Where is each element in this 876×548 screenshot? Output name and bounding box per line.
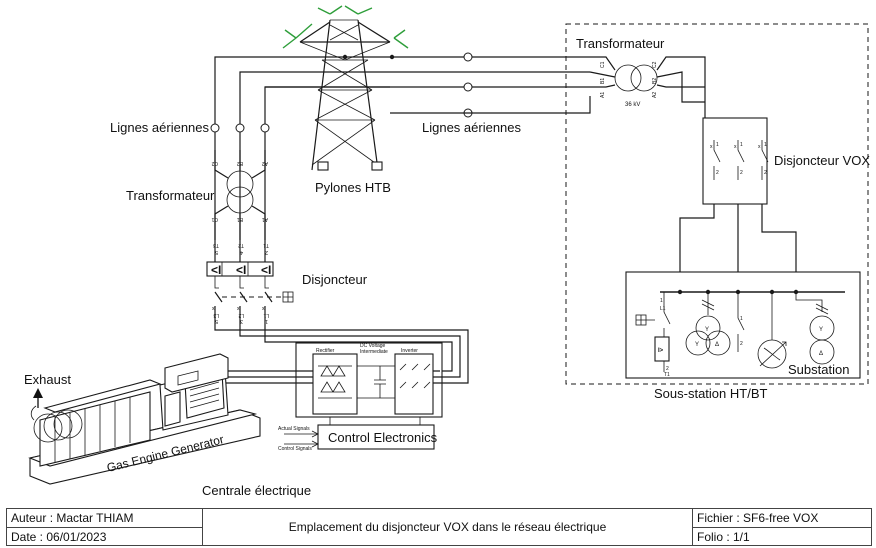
- titre-cell: Emplacement du disjoncteur VOX dans le r…: [203, 509, 693, 545]
- svg-text:x: x: [212, 306, 215, 312]
- control-electronics-label: Control Electronics: [328, 430, 438, 445]
- sub-b-2: 2: [666, 366, 669, 372]
- vox-n2c: 2: [764, 170, 767, 176]
- svg-text:x: x: [758, 144, 761, 150]
- lx-a1: A1: [262, 216, 268, 222]
- sub-b-l1: L1: [660, 306, 666, 312]
- tx-c2: C2: [652, 61, 658, 68]
- svg-text:<I: <I: [236, 263, 246, 277]
- svg-text:x: x: [237, 306, 240, 312]
- vox-n2a: 2: [716, 170, 719, 176]
- rectifier-label: Rectifier: [316, 348, 335, 354]
- svg-text:x: x: [262, 306, 265, 312]
- br-t2n: 4: [240, 249, 243, 255]
- lignes-left-label: Lignes aériennes: [110, 120, 210, 135]
- folio-cell: Folio : 1/1: [697, 530, 750, 544]
- title-block: Auteur : Mactar THIAM Date : 06/01/2023 …: [6, 508, 872, 546]
- svg-text:Y: Y: [705, 327, 709, 333]
- kv-label: 36 kV: [625, 102, 640, 108]
- svg-text:Δ: Δ: [819, 351, 823, 357]
- tx-c1: C1: [600, 61, 606, 68]
- lx-b1: B1: [237, 216, 243, 222]
- disjoncteur-vox-label: Disjoncteur VOX: [774, 153, 870, 168]
- svg-text:x: x: [734, 144, 737, 150]
- substation: 1 L1 2 T1 I> Y Y Δ 1 2 Y Δ: [625, 271, 861, 379]
- sub-b-1: 1: [660, 298, 663, 304]
- svg-text:Y: Y: [819, 327, 823, 333]
- dc-voltage-label: DC Voltage: [360, 343, 386, 349]
- lignes-mid-label: Lignes aériennes: [422, 120, 522, 135]
- br-t1n: 2: [265, 249, 268, 255]
- actual-signals-label: Actual Signals: [278, 426, 310, 432]
- vox-n1c: 1: [764, 142, 767, 148]
- left-transformer: C2 B2 A2 C1 B1 A1: [211, 150, 268, 262]
- lx-a2: A2: [262, 160, 268, 166]
- sous-station-label: Sous-station HT/BT: [654, 386, 767, 401]
- tx-a2: A2: [652, 92, 658, 98]
- vox-breaker: x x x 1 1 1 2 2 2: [679, 117, 797, 272]
- br-l2: L2: [238, 312, 244, 318]
- pylon-tower: [282, 5, 409, 171]
- vox-n2b: 2: [740, 170, 743, 176]
- left-breaker: T3 T2 T1 5 4 2 <I <I <I x x x L3 L2 L1 5…: [206, 242, 469, 384]
- vox-n1a: 1: [716, 142, 719, 148]
- svg-text:Δ: Δ: [715, 342, 719, 348]
- br-l1n: 1: [265, 318, 268, 324]
- tx-a1: A1: [600, 92, 606, 98]
- line-marker-left-1: [210, 123, 220, 133]
- br-t3: T3: [213, 242, 219, 248]
- br-t2: T2: [238, 242, 244, 248]
- top-transformer: C1 B1 A1 C2 B2 A2 36 kV: [589, 56, 706, 118]
- electrical-network-diagram: Pylones HTB Lignes aériennes Lignes aéri…: [24, 5, 870, 498]
- sub-b-t1: T1: [664, 372, 670, 378]
- tx-b2: B2: [652, 78, 658, 84]
- auteur-cell: Auteur : Mactar THIAM: [7, 509, 203, 528]
- svg-text:<I: <I: [261, 263, 271, 277]
- br-l2n: 3: [240, 318, 243, 324]
- lx-b2: B2: [237, 160, 243, 166]
- line-marker-mid-1: [463, 52, 473, 62]
- sous-station-frame: [565, 23, 869, 385]
- exhaust-label: Exhaust: [24, 372, 71, 387]
- centrale-label: Centrale électrique: [202, 483, 311, 498]
- sub-b2-2: 2: [740, 341, 743, 347]
- br-l1: L1: [263, 312, 269, 318]
- sub-b2-1: 1: [740, 316, 743, 322]
- pylones-label: Pylones HTB: [315, 180, 391, 195]
- tx-b1: B1: [600, 78, 606, 84]
- gas-engine-generator: [28, 353, 261, 485]
- disjoncteur-label: Disjoncteur: [302, 272, 368, 287]
- inverter-label: Inverter: [401, 348, 418, 354]
- intermediate-label: Intermediate: [360, 349, 388, 355]
- substation-label: Substation: [788, 362, 849, 377]
- date-cell: Date : 06/01/2023: [7, 528, 203, 545]
- overhead-lines: [210, 52, 591, 240]
- line-marker-left-2: [235, 123, 245, 133]
- power-converter: Rectifier DC Voltage Intermediate Invert…: [226, 342, 452, 418]
- transformateur-top-label: Transformateur: [576, 36, 665, 51]
- svg-text:x: x: [710, 144, 713, 150]
- control-signals-label: Control Signals: [278, 446, 312, 452]
- transformateur-left-label: Transformateur: [126, 188, 215, 203]
- br-l3: L3: [213, 312, 219, 318]
- line-marker-left-3: [260, 123, 270, 133]
- br-t1: T1: [263, 242, 269, 248]
- lx-c1: C1: [211, 216, 218, 222]
- br-t3n: 5: [215, 249, 218, 255]
- svg-text:Y: Y: [695, 342, 699, 348]
- vox-n1b: 1: [740, 142, 743, 148]
- br-l3n: 5: [215, 318, 218, 324]
- fichier-cell: Fichier : SF6-free VOX: [693, 509, 871, 528]
- svg-text:<I: <I: [211, 263, 221, 277]
- control-electronics: [284, 417, 435, 450]
- line-marker-mid-2: [463, 82, 473, 92]
- svg-text:I>: I>: [658, 348, 664, 354]
- lx-c2: C2: [211, 160, 218, 166]
